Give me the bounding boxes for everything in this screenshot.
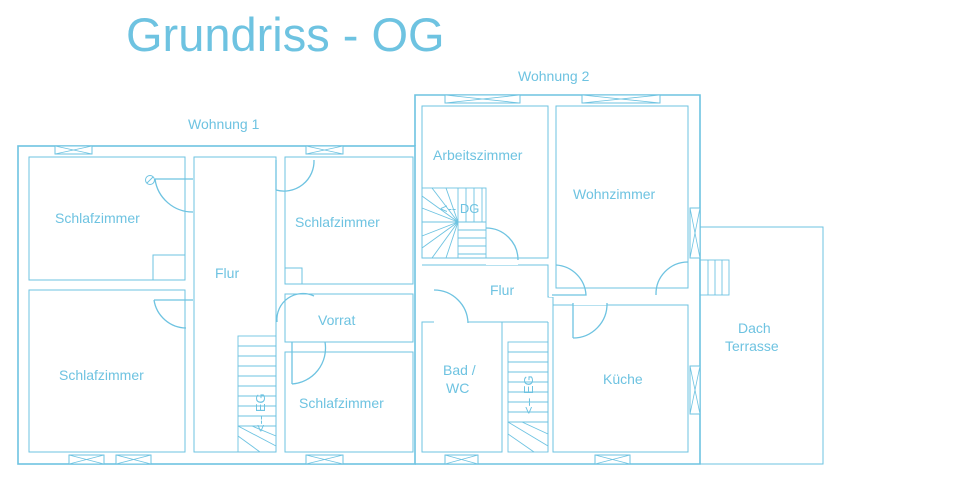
chimney-marker-icon [145, 175, 155, 185]
doors [153, 159, 689, 385]
room-label-bad: Bad / [443, 362, 476, 378]
windows [54, 94, 701, 465]
room-label-arbeitszimmer: Arbeitszimmer [433, 147, 523, 163]
room-schlafzimmer-south [284, 351, 414, 453]
room-labels: Schlafzimmer Schlafzimmer Flur Schlafzim… [55, 147, 779, 411]
room-label-schlafzimmer-center: Schlafzimmer [295, 214, 380, 230]
room-label-vorrat: Vorrat [318, 312, 355, 328]
room-label-wohnzimmer: Wohnzimmer [573, 186, 656, 202]
room-label-schlafzimmer-sw: Schlafzimmer [59, 367, 144, 383]
room-label-kueche: Küche [603, 371, 643, 387]
room-label-schlafzimmer-nw: Schlafzimmer [55, 210, 140, 226]
page-title: Grundriss - OG [126, 8, 445, 61]
room-vorrat [284, 293, 414, 343]
staircase-eg-1: <-- EG [237, 335, 277, 453]
staircase-eg-2: <-- EG [507, 341, 549, 453]
room-arbeitszimmer [421, 105, 549, 259]
stair-label-eg-2: <-- EG [521, 375, 536, 414]
stair-label-dg: <-- DG [440, 201, 479, 216]
stair-label-eg-1: <-- EG [253, 393, 268, 432]
room-schlafzimmer-sw [28, 289, 186, 453]
room-label-flur-2: Flur [490, 282, 514, 298]
room-label-flur-1: Flur [215, 265, 239, 281]
staircase-dg: <-- DG [421, 187, 487, 259]
room-label-schlafzimmer-south: Schlafzimmer [299, 395, 384, 411]
staircase-terrace [699, 259, 730, 296]
room-label-dach: Dach [738, 320, 771, 336]
wohnung-1-rooms [28, 156, 414, 453]
unit-label-wohnung-2: Wohnung 2 [518, 68, 590, 84]
room-label-wc: WC [446, 380, 469, 396]
unit-label-wohnung-1: Wohnung 1 [188, 116, 260, 132]
room-schlafzimmer-center [284, 156, 414, 285]
room-schlafzimmer-nw [28, 156, 186, 281]
room-label-terrasse: Terrasse [725, 338, 779, 354]
room-flur-1 [193, 156, 277, 453]
room-wohnzimmer [555, 105, 689, 289]
